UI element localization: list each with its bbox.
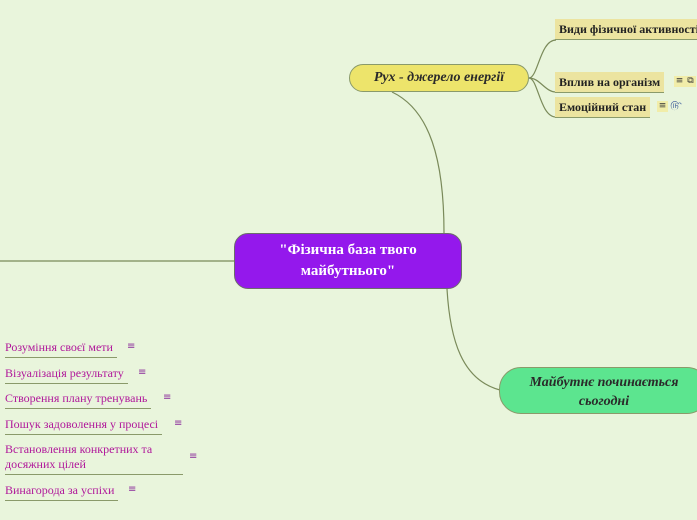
central-topic-line2: майбутнього"	[300, 263, 396, 279]
list-item-reward[interactable]: Винагорода за успіхи	[5, 483, 119, 501]
link-icon[interactable]: ⧉	[685, 76, 696, 87]
notes-icon[interactable]: ≡	[174, 418, 183, 429]
list-item-training-plan[interactable]: Створення плану тренувань	[5, 391, 152, 409]
notes-icon[interactable]: ≡	[127, 341, 136, 352]
notes-icon[interactable]: ≡	[674, 76, 685, 87]
subtopic-body-impact-label: Вплив на організм	[559, 75, 661, 89]
central-topic[interactable]: "Фізична база твого майбутнього"	[234, 233, 462, 289]
topic-future[interactable]: Майбутнє починається сьогодні	[499, 367, 697, 414]
topic-future-line1: Майбутнє починається	[529, 375, 679, 390]
subtopic-emotional-state[interactable]: Емоційний стан	[555, 97, 651, 118]
subtopic-activity-types[interactable]: Види фізичної активності	[555, 19, 697, 40]
list-item-label: Створення плану тренувань	[5, 391, 148, 405]
subtopic-body-impact[interactable]: Вплив на організм	[555, 72, 665, 93]
topic-energy-label: Рух - джерело енергії	[373, 70, 505, 85]
list-item-goal[interactable]: Розуміння своєї мети	[5, 340, 117, 358]
attachment-icon[interactable]: ௹	[670, 100, 683, 111]
notes-icon[interactable]: ≡	[657, 101, 668, 112]
notes-icon[interactable]: ≡	[189, 451, 198, 462]
subtopic-activity-types-label: Види фізичної активності	[559, 22, 697, 36]
list-item-label: Розуміння своєї мети	[5, 340, 113, 354]
subtopic-emotional-state-label: Емоційний стан	[559, 100, 647, 114]
notes-icon[interactable]: ≡	[128, 484, 137, 495]
central-topic-line1: "Фізична база твого	[279, 242, 417, 258]
notes-icon[interactable]: ≡	[163, 392, 172, 403]
connector-energy-types	[528, 39, 557, 79]
list-item-label: Винагорода за успіхи	[5, 483, 115, 497]
list-item-label-line1: Встановлення конкретних та	[5, 442, 153, 456]
list-item-goals[interactable]: Встановлення конкретних та досяжних ціле…	[5, 442, 183, 475]
list-item-label: Візуалізація результату	[5, 366, 124, 380]
connector-central-energy	[391, 91, 445, 234]
list-item-visualization[interactable]: Візуалізація результату	[5, 366, 128, 384]
topic-energy[interactable]: Рух - джерело енергії	[349, 64, 529, 92]
list-item-label-line2: досяжних цілей	[5, 457, 86, 471]
connector-energy-emotion	[528, 77, 557, 118]
list-item-enjoyment[interactable]: Пошук задоволення у процесі	[5, 417, 163, 435]
connector-central-future	[446, 288, 501, 391]
notes-icon[interactable]: ≡	[138, 367, 147, 378]
list-item-label: Пошук задоволення у процесі	[5, 417, 159, 431]
topic-future-line2: сьогодні	[578, 394, 630, 409]
